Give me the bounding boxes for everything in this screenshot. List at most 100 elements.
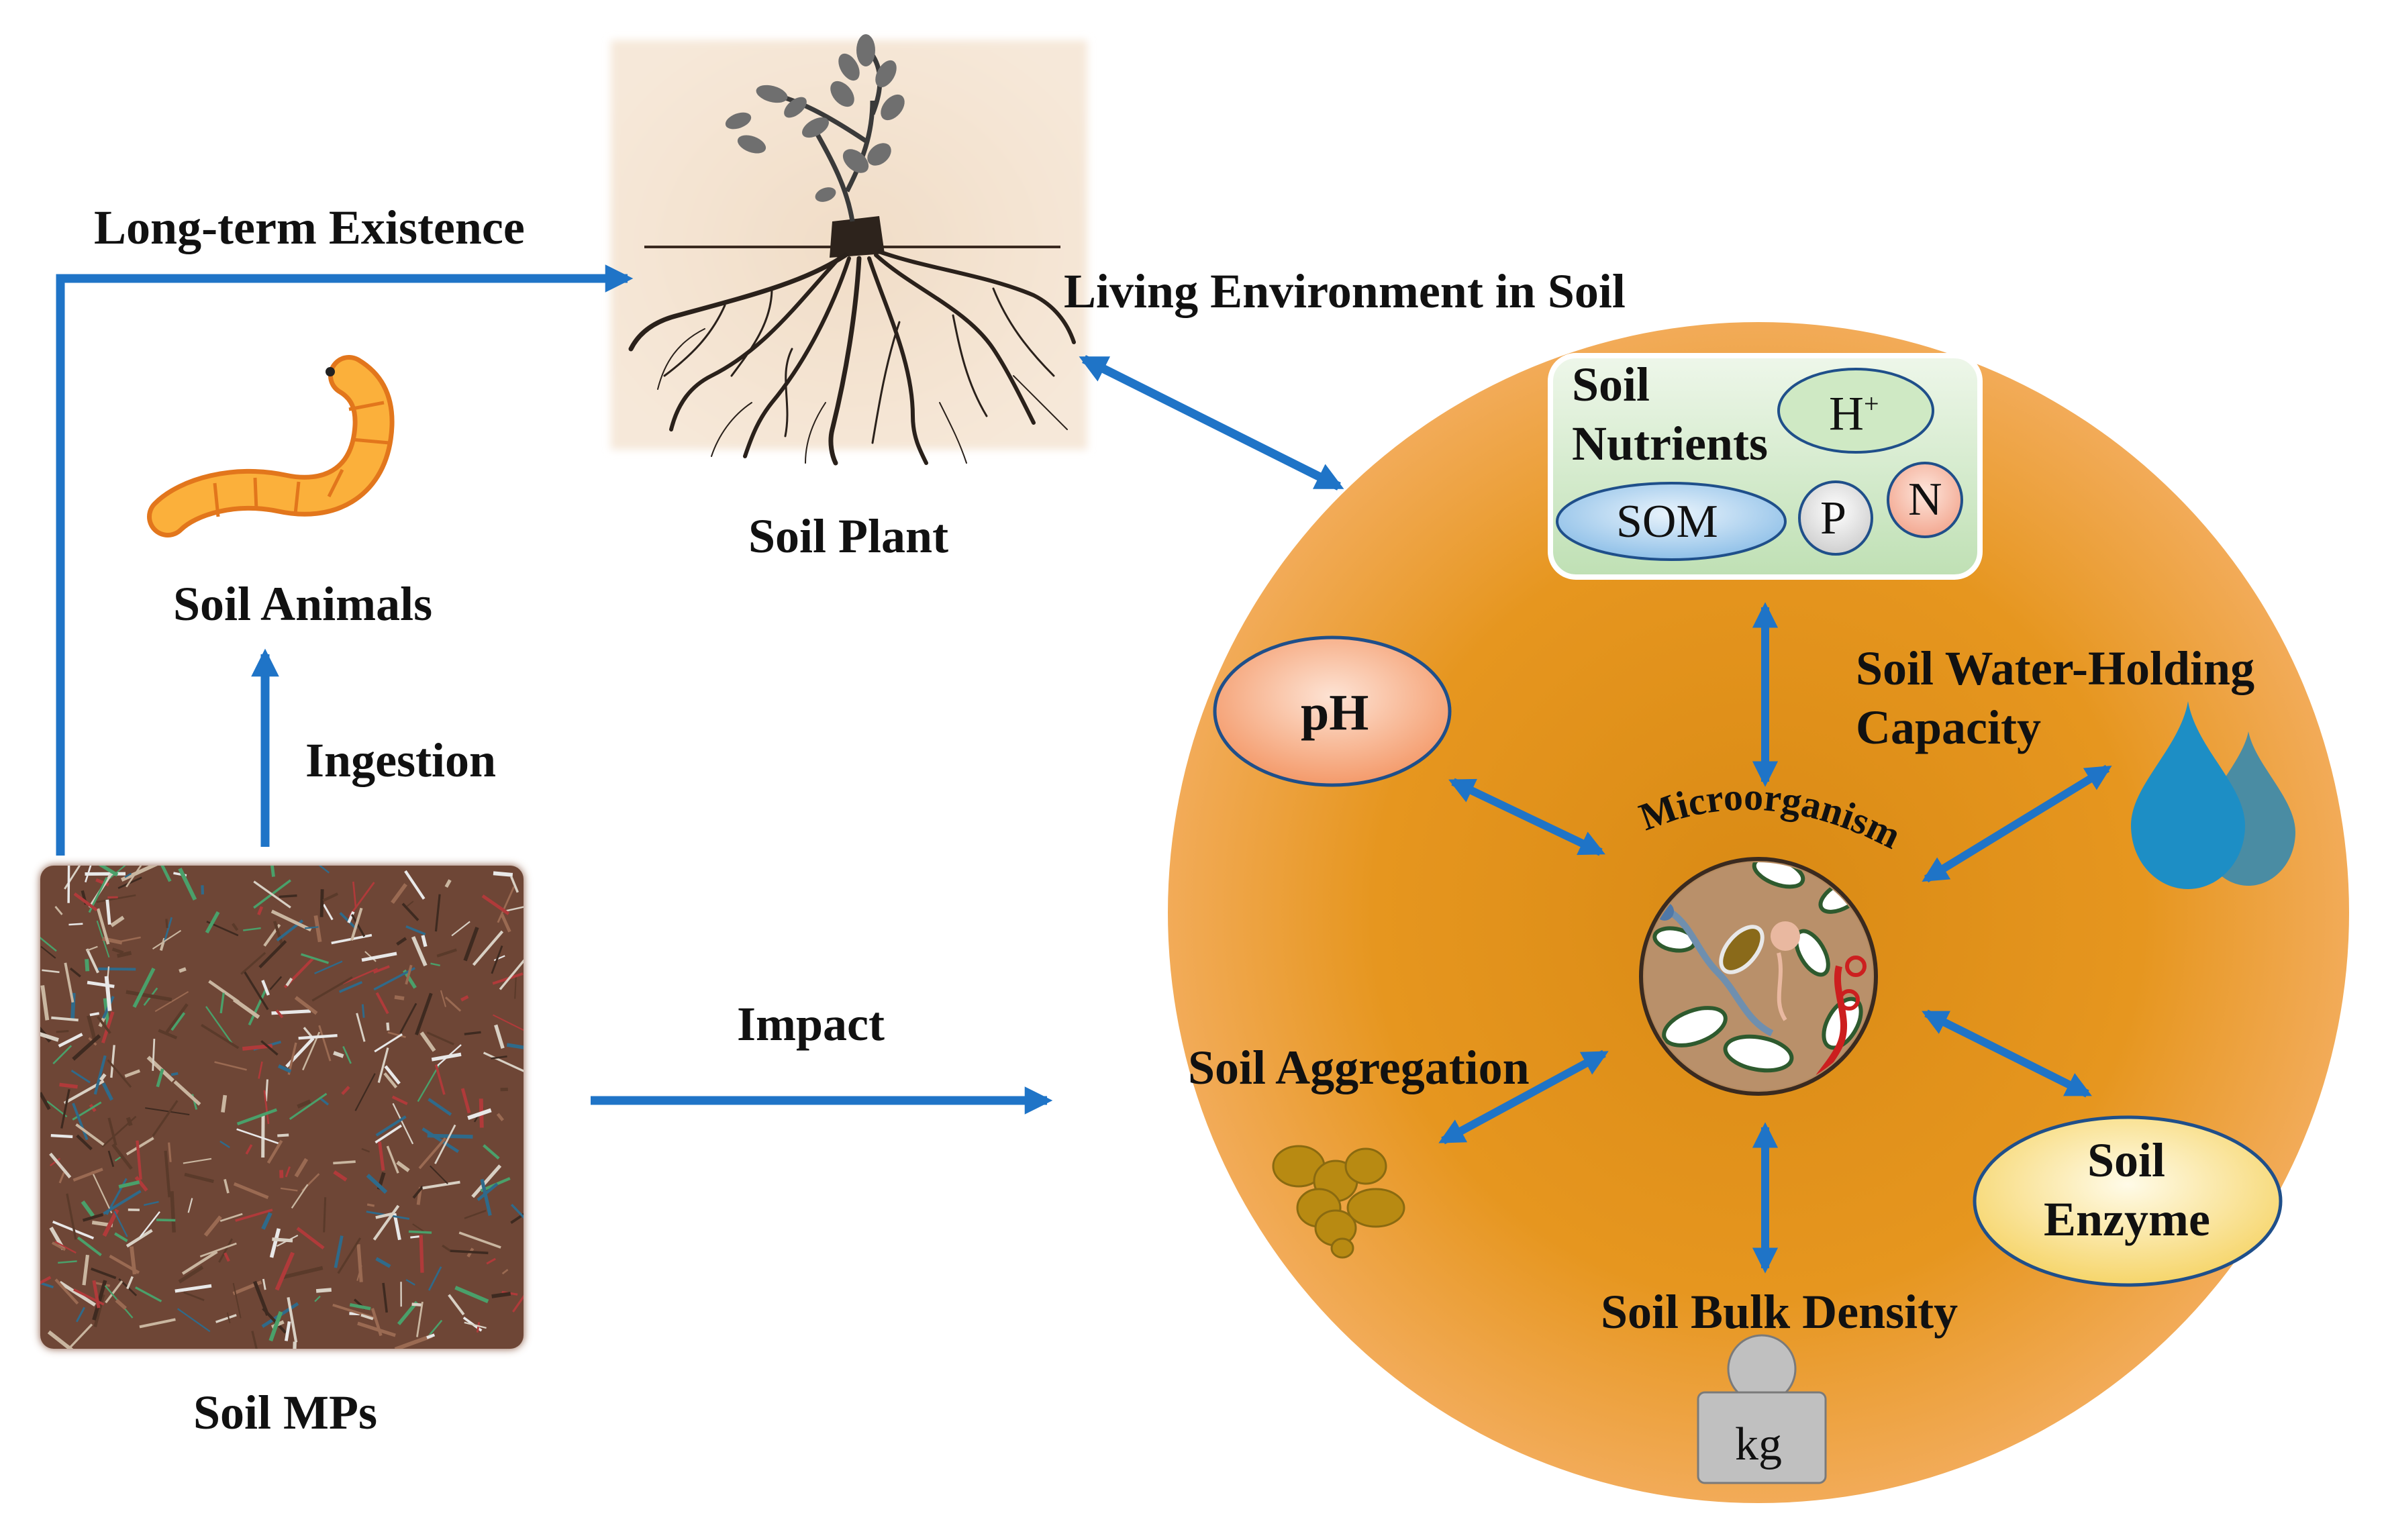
soil-debris-fleck — [56, 1029, 69, 1033]
soil-debris-fleck — [124, 872, 132, 878]
soil-debris-fleck — [291, 1184, 309, 1209]
soil-debris-fleck — [82, 1254, 90, 1286]
plant-environment-arrow — [1079, 355, 1344, 491]
soil-debris-fleck — [156, 1068, 164, 1088]
soil-debris-fleck — [178, 868, 197, 901]
soil-debris-fleck — [393, 1213, 401, 1241]
soil-debris-fleck — [450, 1249, 489, 1255]
soil-debris-fleck — [337, 1237, 362, 1274]
soil-debris-fleck — [372, 1204, 400, 1241]
soil-debris-fleck — [373, 967, 415, 991]
soil-debris-fleck — [205, 1006, 233, 1044]
soil-debris-fleck — [419, 1235, 424, 1273]
soil-debris-fleck — [421, 1127, 460, 1153]
soil-debris-fleck — [497, 886, 515, 923]
soil-debris-fleck — [121, 866, 158, 882]
soil-debris-fleck — [405, 1279, 415, 1286]
soil-debris-fleck — [386, 1145, 399, 1174]
soil-debris-fleck — [493, 1014, 524, 1035]
soil-debris-fleck — [183, 1291, 205, 1301]
soil-debris-fleck — [107, 1059, 132, 1088]
soil-debris-fleck — [58, 1260, 77, 1264]
soil-debris-fleck — [76, 1134, 93, 1151]
soil-debris-fleck — [253, 880, 291, 909]
soil-debris-fleck — [236, 1128, 281, 1145]
soil-debris-fleck — [419, 1031, 436, 1052]
soil-debris-fleck — [333, 1160, 356, 1165]
soil-debris-fleck — [95, 878, 109, 886]
soil-debris-fleck — [87, 1015, 97, 1040]
soil-debris-fleck — [500, 913, 511, 933]
soil-debris-fleck — [314, 1295, 321, 1302]
kg-label: kg — [1735, 1419, 1782, 1470]
soil-debris-fleck — [333, 1051, 344, 1058]
soil-debris-fleck — [175, 1284, 212, 1293]
soil-debris-fleck — [243, 970, 269, 1011]
soil-debris-fleck — [130, 1246, 137, 1275]
soil-debris-fleck — [107, 1150, 115, 1168]
soil-debris-fleck — [184, 1172, 214, 1184]
soil-debris-fleck — [221, 1094, 228, 1113]
soil-debris-fleck — [67, 866, 70, 903]
soil-debris-fleck — [163, 917, 173, 943]
soil-debris-fleck — [95, 866, 119, 877]
som-ellipse — [1556, 482, 1787, 561]
soil-debris-fleck — [143, 1200, 159, 1207]
soil-debris-fleck — [378, 1141, 385, 1171]
soil-debris-fleck — [93, 1294, 105, 1327]
soil-debris-fleck — [40, 945, 56, 959]
soil-debris-fleck — [285, 1166, 291, 1178]
soil-debris-fleck — [280, 1187, 298, 1192]
soil-debris-fleck — [232, 923, 239, 931]
soil-enzyme-label-line1: Soil — [2087, 1133, 2166, 1187]
soil-debris-fleck — [356, 1244, 363, 1282]
soil-debris-fleck — [64, 962, 74, 1003]
soil-debris-fleck — [434, 1064, 446, 1095]
soil-debris-fleck — [480, 1178, 492, 1216]
soil-debris-fleck — [145, 1107, 190, 1116]
soil-debris-fleck — [105, 899, 111, 925]
soil-debris-fleck — [177, 1308, 211, 1333]
soil-debris-fleck — [270, 909, 312, 932]
soil-debris-fleck — [294, 1158, 309, 1178]
soil-debris-fleck — [360, 1313, 374, 1321]
soil-debris-fleck — [115, 1298, 127, 1311]
soil-debris-fleck — [386, 1022, 390, 1031]
h-plus-ellipse — [1777, 368, 1934, 454]
soil-debris-fleck — [503, 902, 524, 913]
soil-debris-fleck — [107, 1117, 117, 1146]
soil-debris-fleck — [187, 1198, 193, 1213]
ph-micro-arrow — [1448, 778, 1605, 856]
soil-debris-fleck — [96, 894, 136, 903]
soil-debris-fleck — [236, 1108, 278, 1126]
soil-debris-fleck — [269, 976, 283, 990]
soil-debris-fleck — [224, 1252, 230, 1262]
soil-debris-fleck — [412, 1185, 424, 1199]
soil-debris-fleck — [294, 996, 318, 1015]
soil-debris-fleck — [496, 1113, 504, 1122]
soil-debris-fleck — [375, 992, 389, 1015]
soil-debris-fleck — [219, 1140, 230, 1149]
soil-debris-fleck — [54, 906, 63, 915]
soil-debris-fleck — [491, 1055, 507, 1060]
soil-debris-fleck — [134, 1176, 148, 1192]
soil-debris-fleck — [91, 1171, 113, 1214]
soil-debris-fleck — [54, 1278, 79, 1305]
soil-debris-fleck — [87, 980, 115, 988]
soil-debris-fleck — [361, 1147, 370, 1153]
soil-debris-fleck — [52, 1045, 72, 1065]
soil-debris-fleck — [464, 1031, 481, 1035]
soil-debris-fleck — [164, 1150, 171, 1198]
soil-debris-fleck — [322, 892, 338, 903]
soil-debris-fleck — [289, 1092, 328, 1121]
soil-debris-fleck — [258, 939, 287, 969]
soil-debris-fleck — [272, 921, 284, 946]
soil-debris-fleck — [205, 911, 220, 934]
soil-debris-fleck — [384, 1065, 401, 1085]
soil-debris-fleck — [77, 1236, 102, 1257]
soil-debris-fleck — [105, 1280, 123, 1304]
soil-debris-fleck — [426, 1031, 454, 1045]
soil-debris-fleck — [426, 1333, 436, 1339]
soil-debris-fleck — [114, 1232, 128, 1243]
